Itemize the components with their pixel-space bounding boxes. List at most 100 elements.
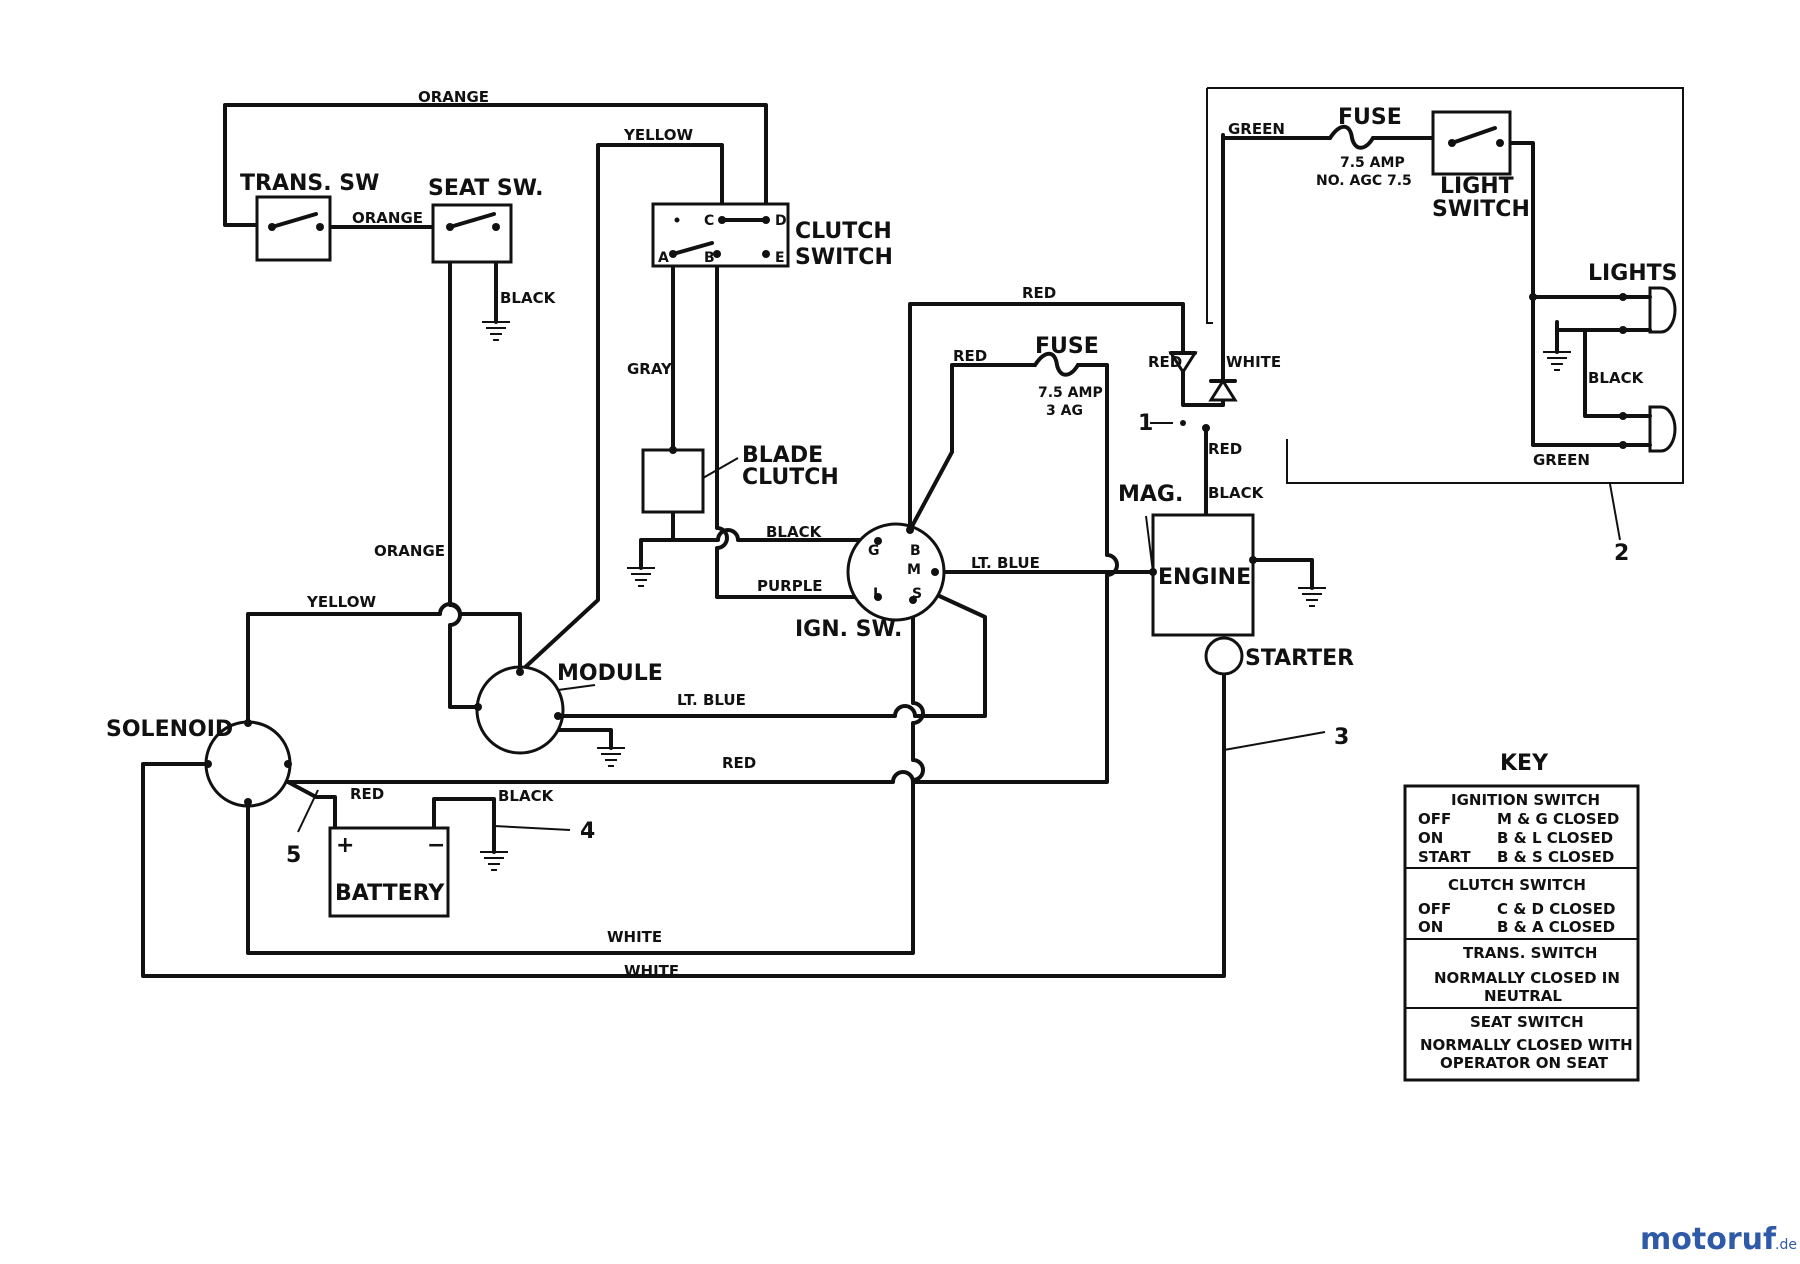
wire-label-red-main: RED [722, 754, 756, 772]
wire-label-lt-blue-module: LT. BLUE [677, 691, 746, 709]
wire-red-fuse-out [286, 363, 1119, 784]
ground-icon [1298, 587, 1326, 607]
ign-pin-l: L [873, 586, 882, 602]
key-clutch-heading: CLUTCH SWITCH [1448, 876, 1586, 894]
clutch-pin-c: C [704, 213, 714, 229]
ignition-switch [846, 522, 946, 622]
label-fuse-main-rating-2: 3 AG [1046, 403, 1083, 419]
wire-label-white-inner: WHITE [607, 928, 662, 946]
callout-2: 2 [1614, 541, 1629, 566]
key-seat-line-1: NORMALLY CLOSED WITH [1420, 1036, 1633, 1054]
key-trans-heading: TRANS. SWITCH [1463, 944, 1597, 962]
watermark-brand: motoruf [1640, 1222, 1777, 1257]
wire-yellow-top [518, 143, 724, 674]
ign-pin-b: B [910, 543, 921, 559]
fuse-light-symbol [1328, 124, 1375, 150]
key-ign-off-cond: M & G CLOSED [1497, 810, 1619, 828]
wire-label-red-diode: RED [1148, 353, 1182, 371]
label-battery: BATTERY [335, 881, 445, 906]
clutch-pin-e: E [775, 250, 785, 266]
wire-label-black-engine: BLACK [1208, 484, 1265, 502]
wire-label-green-bottom: GREEN [1533, 451, 1590, 469]
wire-blade-ground [639, 510, 675, 570]
key-trans-line-2: NEUTRAL [1484, 987, 1562, 1005]
wire-module-ground [556, 714, 613, 750]
diodes [1168, 351, 1238, 432]
clutch-switch [651, 202, 790, 268]
wire-label-orange-mid: ORANGE [352, 209, 423, 227]
wire-label-black-batt: BLACK [498, 787, 555, 805]
ground-icon [627, 567, 655, 587]
lights-bulbs [1529, 286, 1677, 453]
watermark-logo: motoruf .de [1640, 1222, 1797, 1257]
wire-orange-top [223, 103, 768, 227]
wire-purple [715, 253, 880, 599]
wire-label-red-top: RED [1022, 284, 1056, 302]
ground-icon [597, 747, 625, 767]
label-lights: LIGHTS [1588, 261, 1678, 286]
blade-clutch-box [641, 448, 705, 514]
label-fuse-main-rating-1: 7.5 AMP [1038, 385, 1103, 401]
label-engine: ENGINE [1158, 565, 1251, 590]
engine [1151, 513, 1255, 637]
wire-white-outer [141, 672, 1226, 978]
trans-switch [255, 195, 332, 262]
ground-symbols [480, 321, 1571, 871]
wire-label-red-batt: RED [350, 785, 384, 803]
wire-yellow-left [246, 602, 522, 725]
light-switch [1431, 110, 1512, 176]
key-ign-start-state: START [1418, 848, 1471, 866]
watermark-suffix: .de [1775, 1237, 1797, 1253]
label-starter: STARTER [1245, 646, 1354, 671]
key-legend: KEY IGNITION SWITCH OFF M & G CLOSED ON … [1403, 751, 1640, 1082]
wire-orange-left [448, 225, 480, 709]
wire-label-yellow-left: YELLOW [306, 593, 376, 611]
label-mag: MAG. [1118, 482, 1183, 507]
wire-black-ign [671, 528, 880, 542]
label-seat-sw: SEAT SW. [428, 176, 544, 201]
wires [141, 103, 1625, 978]
battery-minus: − [427, 833, 445, 858]
wire-label-gray: GRAY [627, 360, 673, 378]
key-seat-heading: SEAT SWITCH [1470, 1013, 1584, 1031]
label-clutch-switch-2: SWITCH [795, 245, 893, 270]
battery [328, 826, 450, 918]
wire-label-white-diode: WHITE [1226, 353, 1281, 371]
callout-leaders [297, 422, 1621, 833]
wire-engine-ground [1251, 558, 1314, 590]
fuse-main-symbol [1033, 351, 1080, 377]
wire-label-yellow-top: YELLOW [623, 126, 693, 144]
key-ign-off-state: OFF [1418, 810, 1451, 828]
label-fuse-light-rating-1: 7.5 AMP [1340, 155, 1405, 171]
wire-white-inner [246, 598, 925, 955]
callout-1: 1 [1138, 411, 1153, 436]
label-clutch-switch-1: CLUTCH [795, 219, 892, 244]
key-ign-start-cond: B & S CLOSED [1497, 848, 1614, 866]
callout-3: 3 [1334, 725, 1349, 750]
key-clutch-on-state: ON [1418, 918, 1443, 936]
ground-icon [1543, 351, 1571, 371]
wire-label-black-seat: BLACK [500, 289, 557, 307]
label-ign-sw: IGN. SW. [795, 617, 902, 642]
label-fuse-main: FUSE [1035, 334, 1099, 359]
wire-light-switch-out [1498, 141, 1625, 447]
key-ign-on-state: ON [1418, 829, 1443, 847]
label-fuse-light-rating-2: NO. AGC 7.5 [1316, 173, 1412, 189]
label-fuse-light: FUSE [1338, 105, 1402, 130]
label-blade-clutch-2: CLUTCH [742, 465, 839, 490]
key-seat-line-2: OPERATOR ON SEAT [1440, 1054, 1609, 1072]
key-clutch-off-cond: C & D CLOSED [1497, 900, 1616, 918]
key-clutch-off-state: OFF [1418, 900, 1451, 918]
wire-label-lt-blue-ign: LT. BLUE [971, 554, 1040, 572]
ground-icon [480, 851, 508, 871]
wire-label-black-ign: BLACK [766, 523, 823, 541]
ign-pin-s: S [912, 586, 922, 602]
module [475, 665, 565, 755]
clutch-pin-b: B [704, 250, 715, 266]
wire-black-batt [432, 797, 496, 854]
key-ign-on-cond: B & L CLOSED [1497, 829, 1613, 847]
wire-label-red-mid: RED [1208, 440, 1242, 458]
clutch-pin-d: D [775, 213, 787, 229]
wire-label-orange-left: ORANGE [374, 542, 445, 560]
